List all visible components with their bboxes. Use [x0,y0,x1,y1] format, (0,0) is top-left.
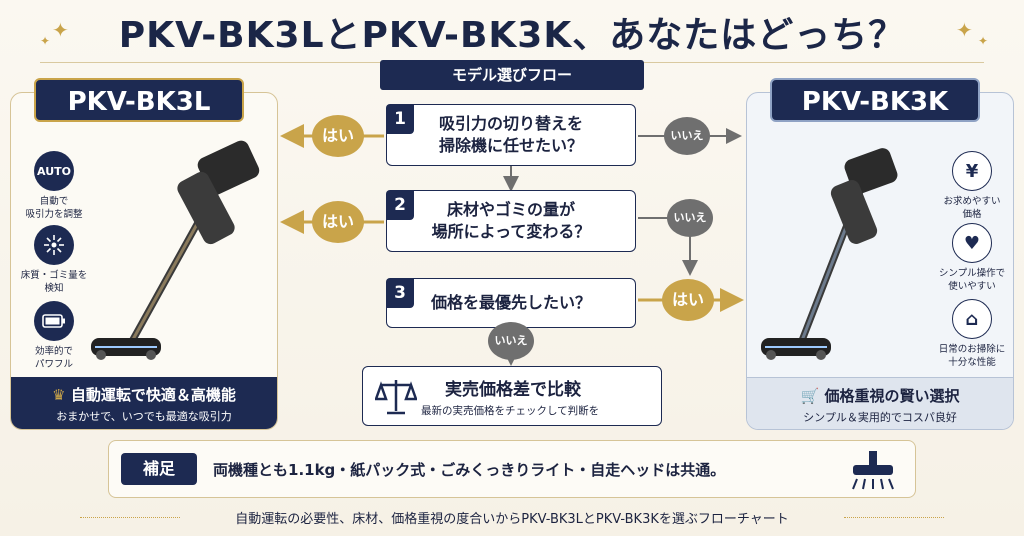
question-3-box: 価格を最優先したい？ [386,278,636,328]
sparkle-icon: ✦ [40,34,51,48]
feature-label: 自動で [39,196,69,207]
flow-badge: モデル選びフロー [380,60,644,90]
question-1-box: 吸引力の切り替えを 掃除機に任せたい？ [386,104,636,166]
question-text: 価格を最優先したい？ [430,293,591,312]
sparkle-icon: ✦ [52,18,69,42]
model-panel-bk3l: AUTO 自動で 吸引力を調整 床質・ゴミ量を 検知 効率的で パワフル [10,92,278,430]
sparkle-icon: ✦ [956,18,973,42]
cart-icon: 🛒 [800,387,825,405]
footer-divider [80,517,180,518]
feature-label: 日常のお掃除に [938,344,1006,355]
note-tag: 補足 [121,453,197,485]
question-2-number: 2 [386,190,414,220]
model-panel-bk3k: ¥ お求めやすい 価格 ♥ シンプル操作で 使いやすい ⌂ 日常のお掃除に 十分… [746,92,1014,430]
footer-divider [844,517,944,518]
feature-label: 価格 [962,209,982,220]
feature-label: パワフル [34,359,73,370]
question-text: 場所によって変わる？ [431,222,591,241]
sensor-icon [34,225,74,265]
result-subtitle: 最新の実売価格をチェックして判断を [421,405,600,417]
panel-footer-subtitle: シンプル＆実用的でコスパ良好 [803,411,957,424]
feature-label: 吸引力を調整 [25,209,83,220]
feature-label: 検知 [44,283,64,294]
question-3-number: 3 [386,278,414,308]
panel-footer-bk3l: ♛ 自動運転で快適＆高機能 おまかせで、いつでも最適な吸引力 [11,377,277,429]
feature-price: ¥ お求めやすい 価格 [937,151,1007,221]
feature-battery: 効率的で パワフル [19,301,89,371]
heart-hand-icon: ♥ [952,223,992,263]
yen-icon: ¥ [952,151,992,191]
result-title: 実売価格差で比較 [445,380,581,400]
battery-icon [34,301,74,341]
result-box: 実売価格差で比較 最新の実売価格をチェックして判断を [362,366,662,426]
sparkle-icon: ✦ [978,34,989,48]
vacuum-head-icon [852,451,894,490]
feature-label: 床質・ゴミ量を [20,270,88,281]
feature-label: 使いやすい [948,281,996,292]
feature-simple: ♥ シンプル操作で 使いやすい [937,223,1007,293]
feature-auto: AUTO 自動で 吸引力を調整 [19,151,89,221]
note-box: 補足 両機種とも1.1kg・紙パック式・ごみくっきりライト・自走ヘッドは共通。 [108,440,916,498]
feature-label: 十分な性能 [948,357,996,368]
question-text: 掃除機に任せたい？ [438,136,583,155]
feature-label: お求めやすい [943,196,1001,207]
auto-icon: AUTO [34,151,74,191]
page-title: PKV-BK3LとPKV-BK3K、あなたはどっち？ [118,15,906,56]
feature-label: シンプル操作で [938,268,1006,279]
scale-icon [375,380,417,415]
home-icon: ⌂ [952,299,992,339]
q1-yes-pill: はい [312,115,364,157]
question-2-box: 床材やゴミの量が 場所によって変わる？ [386,190,636,252]
feature-label: 効率的で [34,346,73,357]
vacuum-image-bk3k [761,148,898,360]
panel-footer-title: 自動運転で快適＆高機能 [70,386,236,404]
model-label-bk3k: PKV-BK3K [770,78,980,122]
q3-yes-pill: はい [662,279,714,321]
q2-no-pill: いいえ [667,199,713,237]
panel-footer-bk3k: 🛒 価格重視の賢い選択 シンプル＆実用的でコスパ良好 [747,377,1013,429]
feature-home: ⌂ 日常のお掃除に 十分な性能 [937,299,1007,369]
footer-caption: 自動運転の必要性、床材、価格重視の度合いからPKV-BK3LとPKV-BK3Kを… [235,512,789,527]
q1-no-pill: いいえ [664,117,710,155]
feature-sensor: 床質・ゴミ量を 検知 [19,225,89,295]
q3-no-pill: いいえ [488,322,534,360]
question-1-number: 1 [386,104,414,134]
q2-yes-pill: はい [312,201,364,243]
vacuum-image-bk3l [91,140,260,360]
question-text: 吸引力の切り替えを [438,114,583,133]
question-text: 床材やゴミの量が [446,200,575,219]
model-label-bk3l: PKV-BK3L [34,78,244,122]
panel-footer-subtitle: おまかせで、いつでも最適な吸引力 [56,410,232,423]
note-text: 両機種とも1.1kg・紙パック式・ごみくっきりライト・自走ヘッドは共通。 [213,461,726,479]
panel-footer-title: 価格重視の賢い選択 [824,387,960,405]
crown-icon: ♛ [52,386,71,404]
